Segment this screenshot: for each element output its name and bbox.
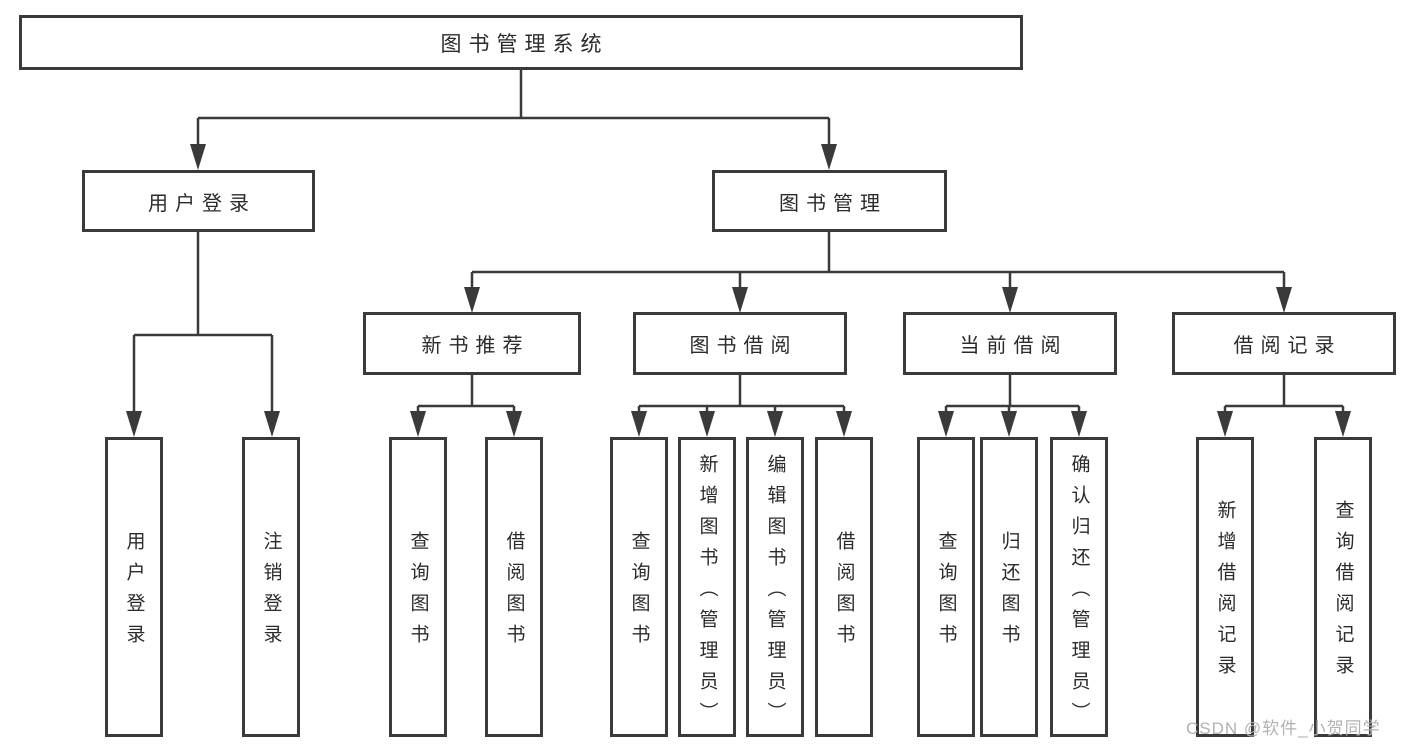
leaf-user-login: 用户登录: [105, 437, 163, 737]
leaf-label: 新增图书（管理员）: [696, 453, 718, 733]
connector-currentborrow-arrowheads: [938, 411, 1087, 437]
connector-newbook-to-leaves: [416, 375, 516, 416]
leaf-label: 查询借阅记录: [1332, 500, 1354, 686]
node-current-borrow: 当前借阅: [903, 312, 1117, 375]
connector-borrowrecords-to-leaves: [1223, 375, 1345, 416]
leaf-borrow-book: 借阅图书: [815, 437, 873, 737]
leaf-edit-book-admin: 编辑图书（管理员）: [746, 437, 804, 737]
connector-userlogin-to-leaves: [132, 232, 274, 416]
connector-currentborrow-to-leaves: [944, 375, 1081, 416]
leaf-label: 注销登录: [260, 531, 282, 655]
leaf-query-book-recommend: 查询图书: [389, 437, 447, 737]
leaf-logout: 注销登录: [242, 437, 300, 737]
connector-bookmgmt-to-level3: [470, 232, 1286, 292]
node-borrow-records: 借阅记录: [1172, 312, 1396, 375]
leaf-confirm-return-admin: 确认归还（管理员）: [1050, 437, 1108, 737]
node-book-borrow: 图书借阅: [633, 312, 847, 375]
leaf-label: 查询图书: [628, 531, 650, 655]
node-book-management: 图书管理: [712, 170, 947, 232]
node-label: 图书管理系统: [440, 32, 609, 56]
leaf-return-book: 归还图书: [980, 437, 1038, 737]
leaf-label: 用户登录: [123, 531, 145, 655]
node-label: 借阅记录: [1233, 335, 1342, 357]
node-label: 用户登录: [148, 192, 256, 215]
csdn-watermark: CSDN @软件_小贺同学: [1186, 719, 1381, 738]
connector-borrowrecords-arrowheads: [1217, 411, 1351, 437]
leaf-query-book-current: 查询图书: [917, 437, 975, 737]
connector-userlogin-arrowheads: [126, 411, 280, 437]
leaf-query-book-borrow: 查询图书: [610, 437, 668, 737]
node-label: 图书管理: [779, 192, 887, 215]
leaf-label: 借阅图书: [833, 531, 855, 655]
leaf-label: 查询图书: [935, 531, 957, 655]
leaf-label: 新增借阅记录: [1214, 500, 1236, 686]
connector-root-arrowheads: [190, 144, 837, 170]
leaf-label: 确认归还（管理员）: [1068, 453, 1090, 733]
leaf-label: 归还图书: [998, 531, 1020, 655]
leaf-borrow-book-recommend: 借阅图书: [485, 437, 543, 737]
node-user-login: 用户登录: [82, 170, 315, 232]
connector-bookmgmt-arrowheads: [464, 287, 1292, 313]
leaf-query-borrow-record: 查询借阅记录: [1314, 437, 1372, 737]
node-library-system: 图书管理系统: [19, 15, 1023, 70]
leaf-add-book-admin: 新增图书（管理员）: [678, 437, 736, 737]
connector-newbook-arrowheads: [410, 411, 522, 437]
node-label: 图书借阅: [689, 335, 798, 357]
node-new-book-recommend: 新书推荐: [363, 312, 581, 375]
leaf-add-borrow-record: 新增借阅记录: [1196, 437, 1254, 737]
connector-bookborrow-to-leaves: [637, 375, 846, 416]
leaf-label: 查询图书: [407, 531, 429, 655]
leaf-label: 编辑图书（管理员）: [764, 453, 786, 733]
node-label: 新书推荐: [421, 335, 530, 357]
node-label: 当前借阅: [959, 335, 1068, 357]
leaf-label: 借阅图书: [503, 531, 525, 655]
connector-bookborrow-arrowheads: [631, 411, 852, 437]
connector-root-to-level2: [196, 70, 831, 150]
